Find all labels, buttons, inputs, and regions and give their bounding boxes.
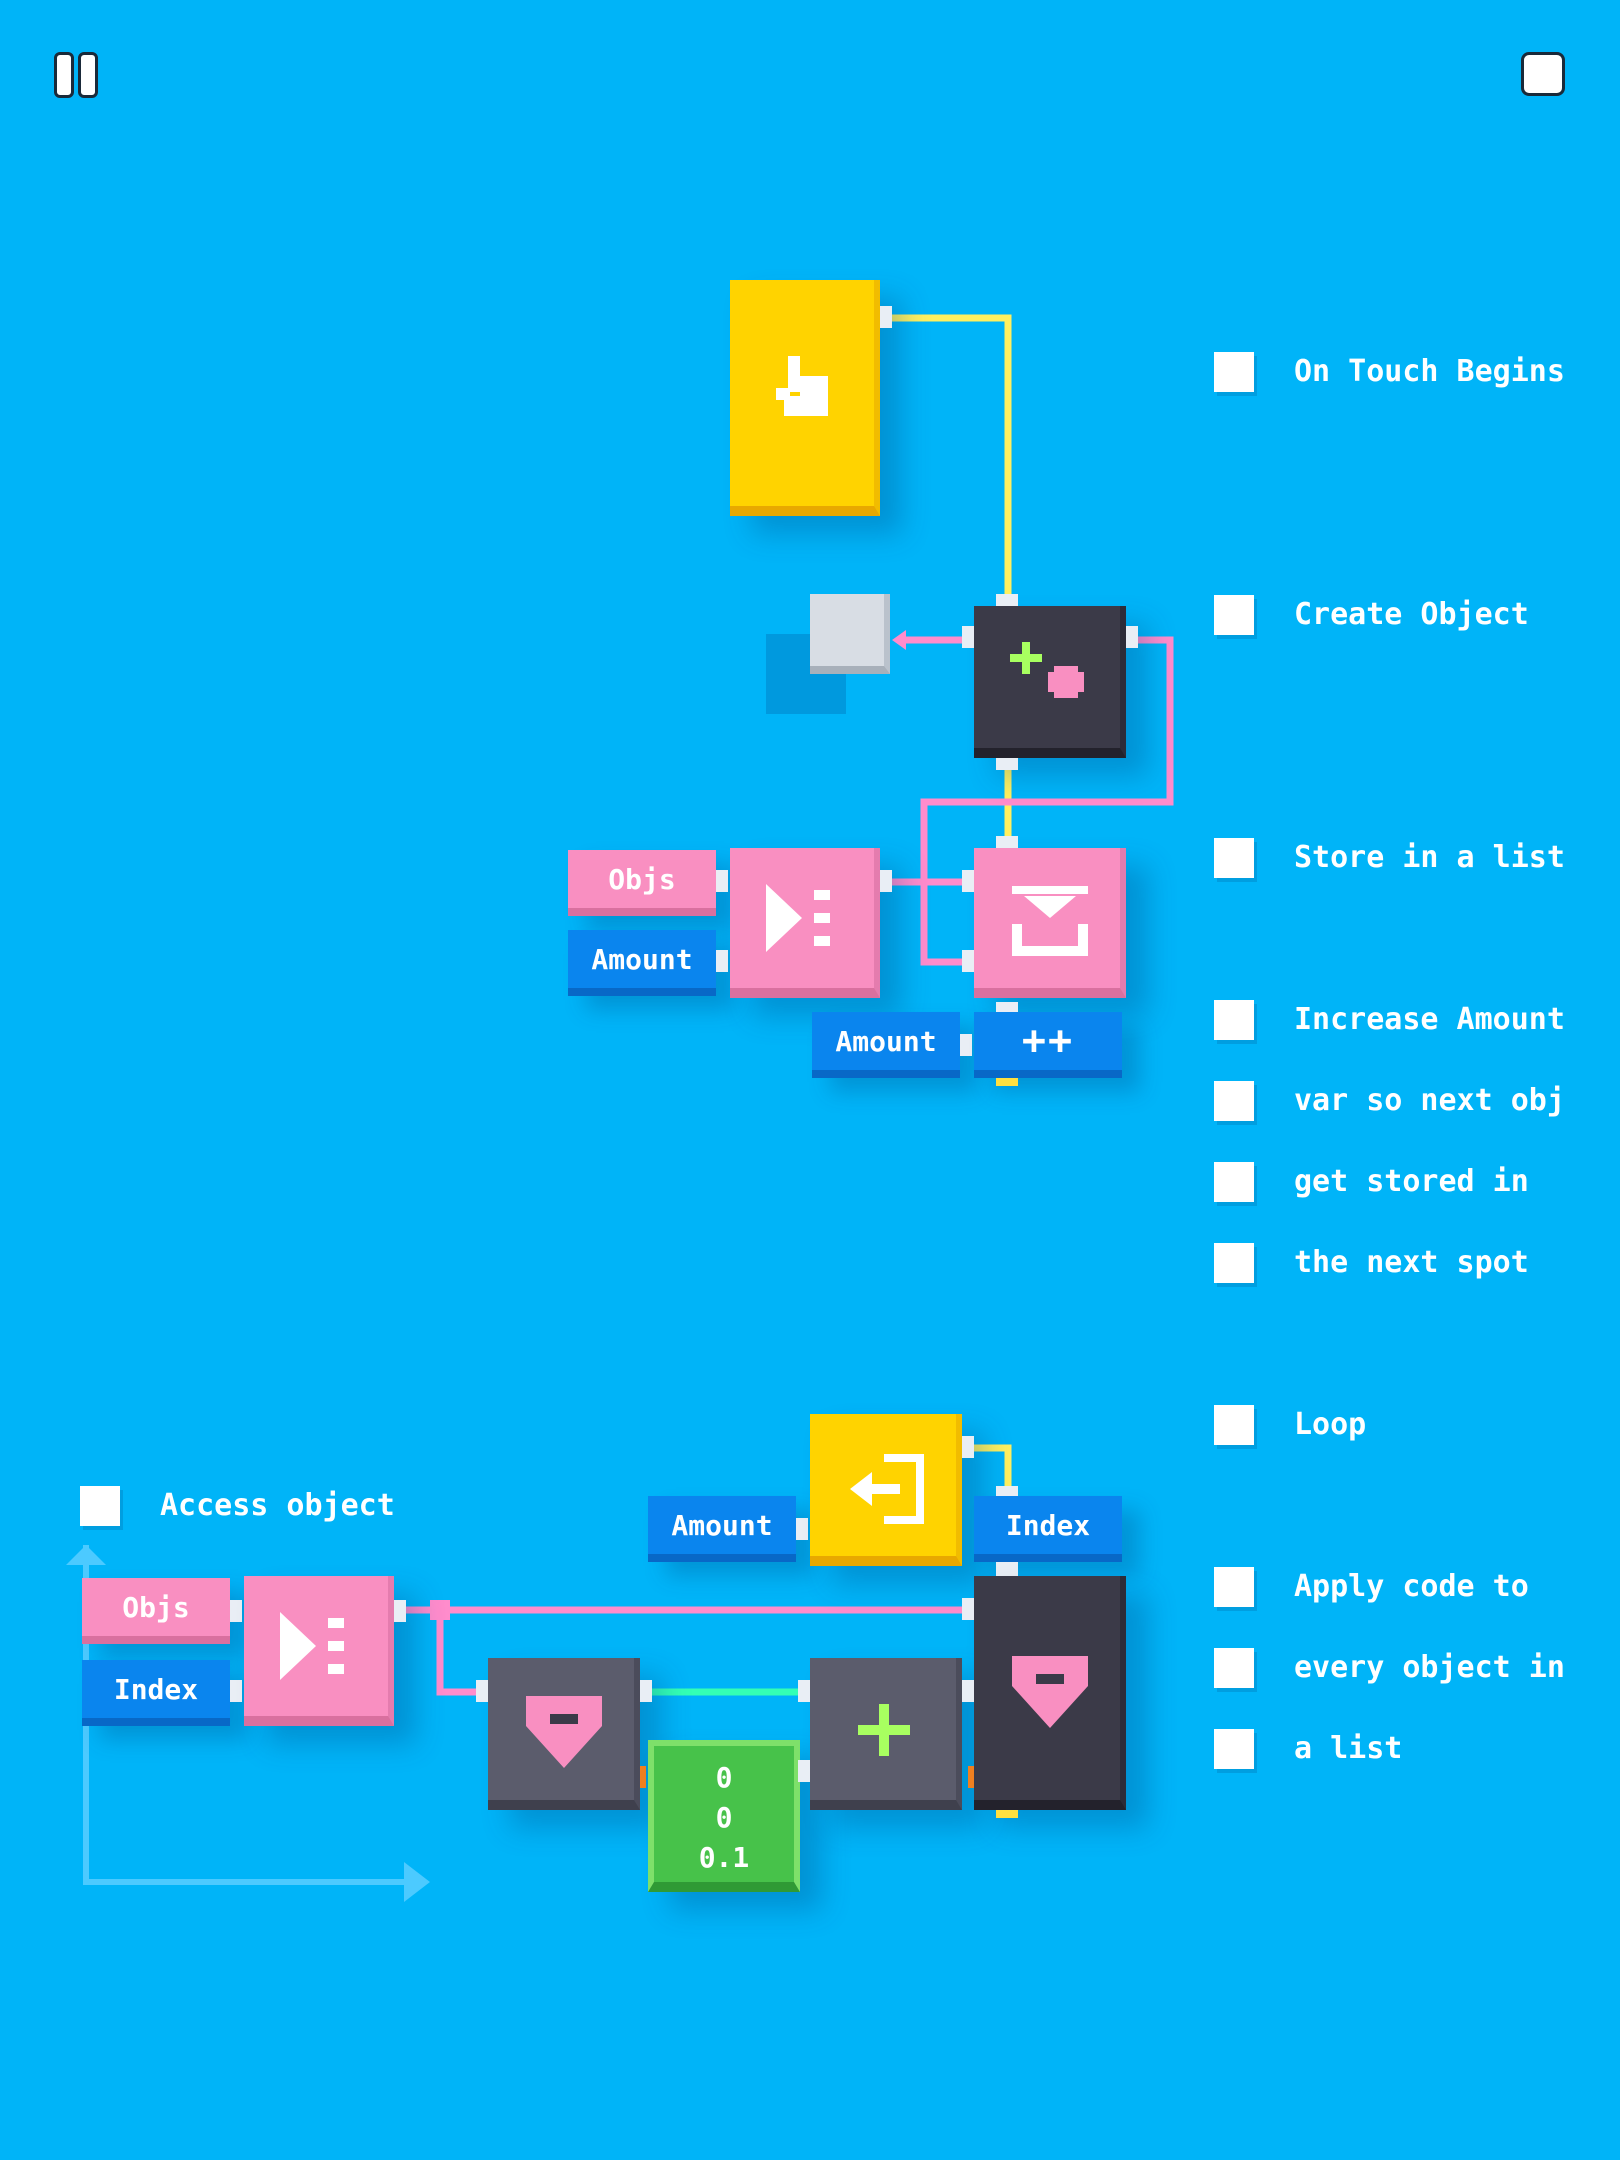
comment-checkbox[interactable] xyxy=(1214,1648,1254,1688)
list-block-bottom[interactable] xyxy=(244,1576,394,1726)
comment-checkbox[interactable] xyxy=(1214,1243,1254,1283)
store-in-list-block[interactable] xyxy=(974,848,1126,998)
comment-text[interactable]: a list xyxy=(1294,1731,1403,1766)
list-block-top[interactable] xyxy=(730,848,880,998)
comment-checkbox[interactable] xyxy=(80,1486,120,1526)
list-icon xyxy=(280,1612,344,1680)
comment-text[interactable]: Apply code to xyxy=(1294,1569,1529,1604)
pause-button[interactable] xyxy=(54,52,100,98)
amount-variable-top[interactable]: Amount xyxy=(568,930,716,996)
comment-text[interactable]: Loop xyxy=(1294,1407,1367,1442)
comment-checkbox[interactable] xyxy=(1214,1567,1254,1607)
comment-checkbox[interactable] xyxy=(1214,1081,1254,1121)
comment-checkbox[interactable] xyxy=(1214,1729,1254,1769)
comment-checkbox[interactable] xyxy=(1214,1162,1254,1202)
list-icon xyxy=(766,884,830,952)
comment-text[interactable]: Create Object xyxy=(1294,597,1529,632)
comment-checkbox[interactable] xyxy=(1214,595,1254,635)
vector-y: 0 xyxy=(715,1801,733,1834)
comment-text[interactable]: get stored in xyxy=(1294,1164,1529,1199)
vector-x: 0 xyxy=(715,1761,733,1794)
comment-text[interactable]: the next spot xyxy=(1294,1245,1529,1280)
create-object-icon xyxy=(1010,642,1084,698)
plus-icon xyxy=(858,1704,910,1756)
get-position-block[interactable] xyxy=(488,1658,640,1810)
index-variable-loop[interactable]: Index xyxy=(974,1496,1122,1562)
comment-checkbox[interactable] xyxy=(1214,838,1254,878)
comment-checkbox[interactable] xyxy=(1214,1000,1254,1040)
vector-z: 0.1 xyxy=(698,1841,750,1874)
increment-operator[interactable]: ++ xyxy=(974,1012,1122,1078)
comment-text[interactable]: Increase Amount xyxy=(1294,1002,1565,1037)
comment-text[interactable]: Store in a list xyxy=(1294,840,1565,875)
hand-pointer-icon xyxy=(776,356,828,416)
objs-variable-bottom[interactable]: Objs xyxy=(82,1578,230,1644)
position-icon xyxy=(1012,1656,1088,1728)
loop-icon xyxy=(850,1454,924,1524)
vector-value-block[interactable]: 0 0 0.1 xyxy=(648,1740,800,1892)
loop-block[interactable] xyxy=(810,1414,962,1566)
comment-text[interactable]: Access object xyxy=(160,1488,395,1523)
on-touch-begins-block[interactable] xyxy=(730,280,880,516)
add-block[interactable] xyxy=(810,1658,962,1810)
object-output[interactable] xyxy=(810,594,890,674)
comment-text[interactable]: every object in xyxy=(1294,1650,1565,1685)
pause-icon xyxy=(54,52,100,98)
comment-text[interactable]: var so next obj xyxy=(1294,1083,1565,1118)
index-variable-bottom[interactable]: Index xyxy=(82,1660,230,1726)
get-element-icon xyxy=(526,1696,602,1768)
store-in-list-icon xyxy=(1012,886,1088,956)
objs-variable-top[interactable]: Objs xyxy=(568,850,716,916)
comment-checkbox[interactable] xyxy=(1214,352,1254,392)
stop-button[interactable] xyxy=(1521,52,1565,96)
comment-checkbox[interactable] xyxy=(1214,1405,1254,1445)
amount-variable-increment[interactable]: Amount xyxy=(812,1012,960,1078)
create-object-block[interactable] xyxy=(974,606,1126,758)
set-position-block[interactable] xyxy=(974,1576,1126,1810)
amount-variable-loop[interactable]: Amount xyxy=(648,1496,796,1562)
comment-text[interactable]: On Touch Begins xyxy=(1294,354,1565,389)
